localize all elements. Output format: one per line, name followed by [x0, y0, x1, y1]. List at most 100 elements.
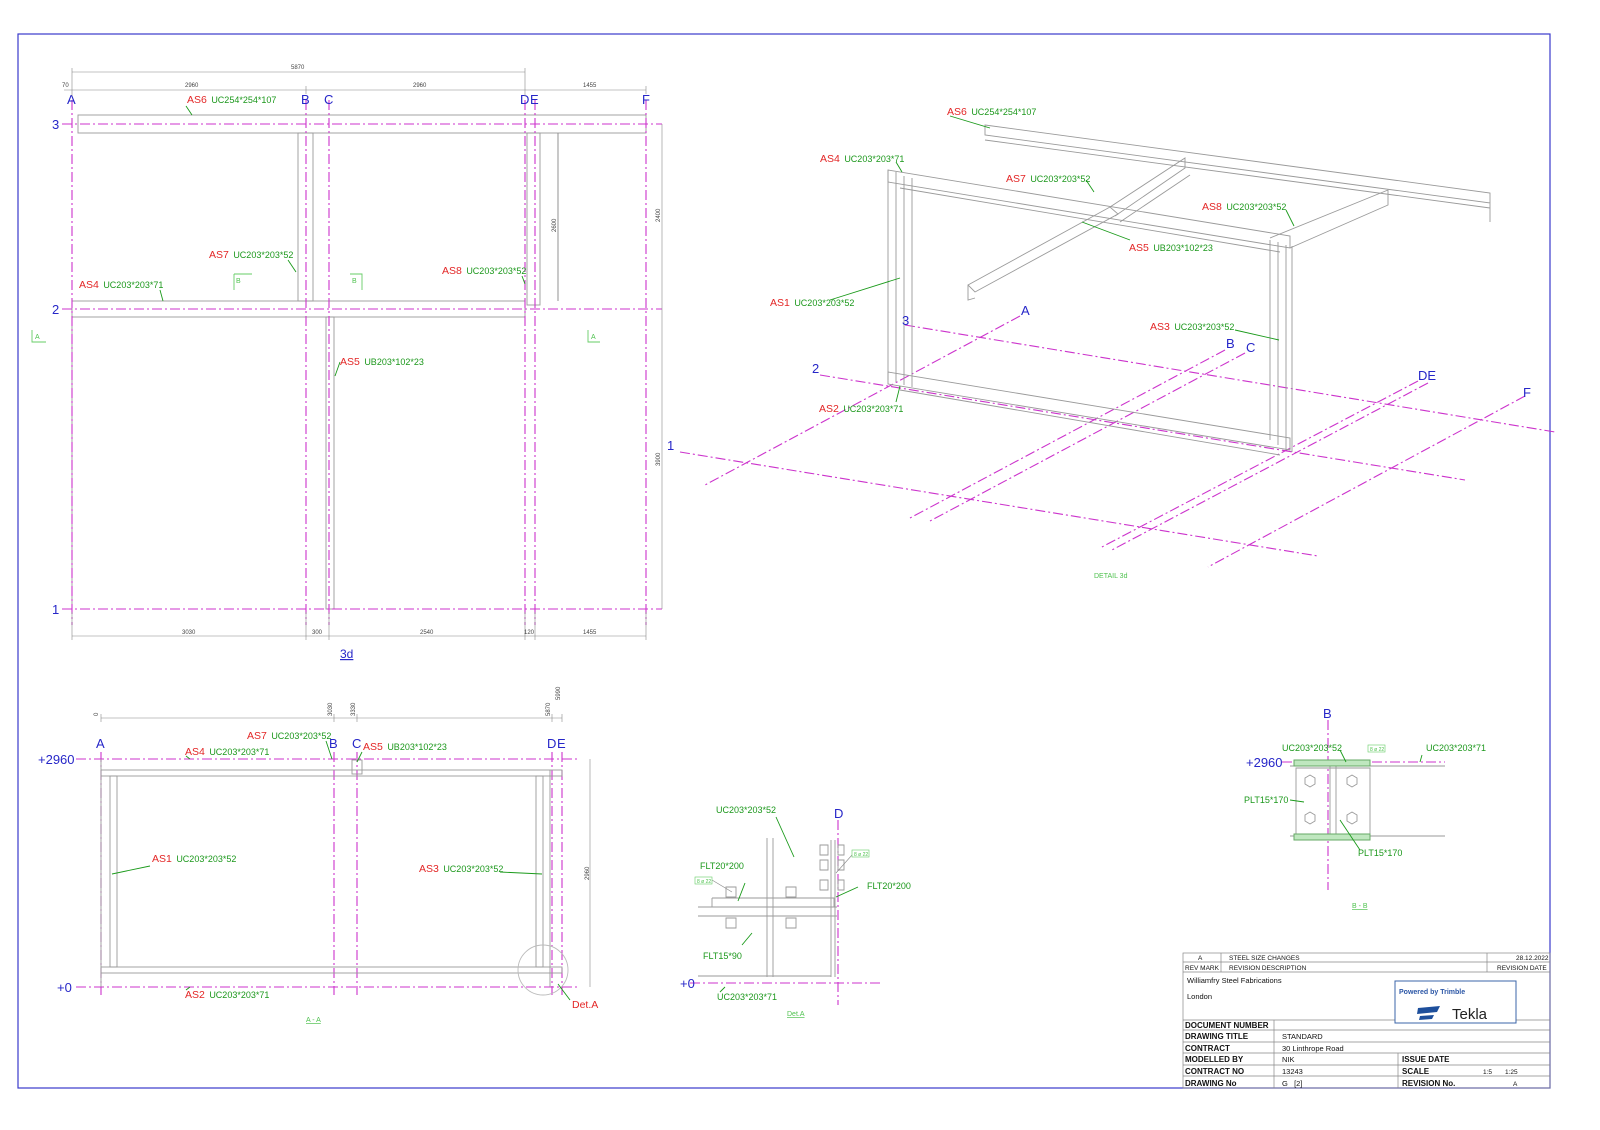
dimension-text: 2600: [552, 218, 558, 232]
section-mark[interactable]: B: [352, 278, 357, 285]
grid-label: D: [547, 736, 556, 751]
field-value: NIK: [1282, 1055, 1295, 1064]
dimension-text: 1455: [583, 630, 597, 636]
view-title[interactable]: A - A: [306, 1017, 321, 1024]
part-label[interactable]: UC203*203*71: [717, 992, 777, 1002]
grid-label: B: [301, 92, 310, 107]
beam-as5: [325, 316, 335, 610]
part-label[interactable]: FLT20*200: [867, 881, 911, 891]
view-title[interactable]: B - B: [1352, 903, 1368, 910]
grid-label: 3: [52, 117, 59, 132]
view-title[interactable]: DETAIL 3d: [1094, 573, 1128, 580]
view-title[interactable]: Det.A: [787, 1011, 805, 1018]
member-label[interactable]: AS1 UC203*203*52: [152, 849, 236, 866]
member-label[interactable]: AS5 UB203*102*23: [1129, 238, 1213, 255]
member-label[interactable]: AS2 UC203*203*71: [819, 399, 903, 416]
part-label[interactable]: UC203*203*71: [1426, 743, 1486, 753]
grid-label: D: [520, 92, 529, 107]
member-label[interactable]: AS5 UB203*102*23: [340, 352, 424, 369]
rev-date: 28.12.2022: [1516, 955, 1549, 962]
member-label[interactable]: AS8 UC203*203*52: [442, 261, 526, 278]
dimension-text: 120: [524, 630, 535, 636]
member-label[interactable]: AS2 UC203*203*71: [185, 985, 269, 1002]
level-label: +0: [57, 980, 72, 995]
company-city: London: [1187, 992, 1212, 1001]
part-label[interactable]: PLT15*170: [1358, 848, 1402, 858]
member-label[interactable]: AS6 UC254*254*107: [187, 90, 276, 107]
member-label[interactable]: AS4 UC203*203*71: [79, 275, 163, 292]
detail-callout[interactable]: Det.A: [572, 999, 598, 1011]
field-label: ISSUE DATE: [1402, 1055, 1450, 1064]
member-label[interactable]: AS7 UC203*203*52: [247, 726, 331, 743]
grid-label: DE: [1418, 368, 1436, 383]
iso-steel: [887, 124, 1491, 456]
dimension-text: 0: [94, 712, 100, 716]
member-label[interactable]: AS8 UC203*203*52: [1202, 197, 1286, 214]
field-value: 13243: [1282, 1067, 1303, 1076]
member-label[interactable]: AS6 UC254*254*107: [947, 102, 1036, 119]
iso-grid-lines: [679, 315, 1556, 568]
grid-label: A: [67, 92, 76, 107]
grid-label: 2: [812, 361, 819, 376]
member-label[interactable]: AS4 UC203*203*71: [820, 149, 904, 166]
field-label: SCALE: [1402, 1067, 1430, 1076]
level-label: +2960: [38, 752, 75, 767]
grid-label: A: [1021, 303, 1030, 318]
plan-dimensions: [64, 68, 663, 640]
field-label: DRAWING TITLE: [1185, 1032, 1249, 1041]
rev-mark: A: [1198, 955, 1203, 962]
field-label: REVISION No.: [1402, 1079, 1455, 1088]
field-label: DOCUMENT NUMBER: [1185, 1021, 1269, 1030]
rev-description-header: REVISION DESCRIPTION: [1229, 965, 1307, 972]
field-value: A: [1513, 1081, 1518, 1088]
dimension-text: 5990: [556, 686, 562, 700]
grid-label: A: [96, 736, 105, 751]
level-label: +0: [680, 976, 695, 991]
member-label[interactable]: AS5 UB203*102*23: [363, 737, 447, 754]
field-label: CONTRACT: [1185, 1044, 1230, 1053]
plan-grid-lines: [62, 100, 662, 625]
column-as8: [526, 132, 541, 306]
grid-label: 1: [667, 438, 674, 453]
member-label[interactable]: AS7 UC203*203*52: [209, 245, 293, 262]
grid-label: 1: [52, 602, 59, 617]
dimension-text: 2540: [420, 630, 434, 636]
section-b-b: 8 ø 22 B +2960 UC203*203*52 UC203*203*71…: [1244, 706, 1486, 910]
grid-label: B: [329, 736, 338, 751]
section-mark[interactable]: A: [35, 334, 40, 341]
field-value: 1:5: [1483, 1069, 1492, 1076]
field-label: DRAWING No: [1185, 1079, 1237, 1088]
dimension-text: 3900: [656, 452, 662, 466]
beam-as6: [77, 114, 647, 134]
member-label[interactable]: AS3 UC203*203*52: [1150, 317, 1234, 334]
tekla-logo: Powered by Trimble Tekla: [1394, 980, 1517, 1024]
section-mark[interactable]: A: [591, 334, 596, 341]
part-label[interactable]: PLT15*170: [1244, 795, 1288, 805]
member-label[interactable]: AS7 UC203*203*52: [1006, 169, 1090, 186]
rev-date-header: REVISION DATE: [1497, 965, 1547, 972]
member-label[interactable]: AS4 UC203*203*71: [185, 742, 269, 759]
field-value: STANDARD: [1282, 1032, 1323, 1041]
section-a-a: 0 3030 3330 5870 5990 2960 A B C D E +29…: [38, 686, 598, 1024]
dimension-text: 300: [312, 630, 323, 636]
rev-mark-header: REV MARK: [1185, 965, 1220, 972]
grid-label: B: [1226, 336, 1235, 351]
sheet-border: [17, 33, 1551, 1089]
member-label[interactable]: AS3 UC203*203*52: [419, 859, 503, 876]
svg-text:Tekla: Tekla: [1452, 1006, 1488, 1023]
svg-text:Powered by Trimble: Powered by Trimble: [1399, 989, 1465, 996]
dimension-text: 2960: [413, 83, 427, 89]
grid-label: F: [1523, 385, 1531, 400]
view-title[interactable]: 3d: [340, 647, 353, 661]
member-label[interactable]: AS1 UC203*203*52: [770, 293, 854, 310]
part-label[interactable]: FLT20*200: [700, 861, 744, 871]
section-mark[interactable]: B: [236, 278, 241, 285]
company-name: Williamfry Steel Fabrications: [1187, 976, 1282, 985]
part-label[interactable]: UC203*203*52: [1282, 743, 1342, 753]
section-aa-dims: [100, 714, 591, 987]
dimension-text: 2400: [656, 208, 662, 222]
field-value: 1:25: [1505, 1069, 1518, 1076]
grid-label: C: [1246, 340, 1255, 355]
part-label[interactable]: FLT15*90: [703, 951, 742, 961]
part-label[interactable]: UC203*203*52: [716, 805, 776, 815]
